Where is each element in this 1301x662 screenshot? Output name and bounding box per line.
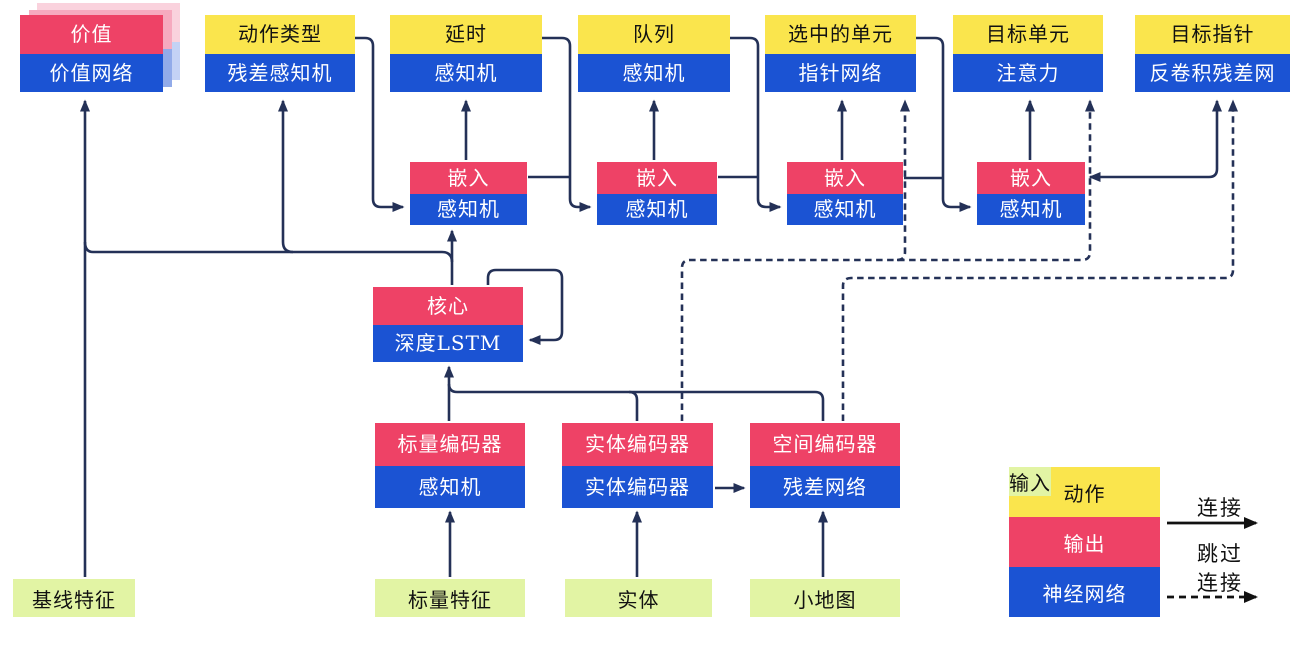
arrow-delay-to-embed2	[542, 36, 592, 212]
node-selected-units: 选中的单元 指针网络	[765, 15, 916, 92]
node-target-unit-body: 注意力	[953, 53, 1103, 92]
node-value-header: 价值	[20, 15, 163, 54]
node-queue: 队列 感知机	[578, 15, 730, 92]
node-baseline-features: 基线特征	[13, 579, 135, 617]
node-delay: 延时 感知机	[390, 15, 542, 92]
node-spatial-encoder-header: 空间编码器	[750, 423, 900, 466]
node-embed4: 嵌入 感知机	[977, 162, 1085, 225]
node-value-body: 价值网络	[20, 53, 163, 92]
legend-output-row: 输出	[1009, 517, 1160, 567]
legend-input-row: 输入	[1009, 467, 1051, 496]
skip-spatial-encoder-to-target-pointer	[841, 99, 1238, 421]
arrow-embed4-target-pointer-link	[1088, 99, 1222, 182]
node-target-pointer-header: 目标指针	[1135, 15, 1290, 54]
node-spatial-encoder: 空间编码器 残差网络	[750, 423, 900, 508]
legend-network-row: 神经网络	[1009, 567, 1160, 617]
node-selected-units-header: 选中的单元	[765, 15, 916, 54]
node-embed3: 嵌入 感知机	[787, 162, 903, 225]
node-scalar-encoder-body: 感知机	[375, 465, 525, 508]
node-embed1-body: 感知机	[410, 193, 527, 225]
node-queue-body: 感知机	[578, 53, 730, 92]
node-action-type-header: 动作类型	[205, 15, 355, 54]
node-embed1-header: 嵌入	[410, 162, 527, 194]
node-action-type-body: 残差感知机	[205, 53, 355, 92]
node-delay-header: 延时	[390, 15, 542, 54]
node-selected-units-body: 指针网络	[765, 53, 916, 92]
node-scalar-features: 标量特征	[375, 579, 525, 617]
node-action-type: 动作类型 残差感知机	[205, 15, 355, 92]
skip-entity-encoder-to-target-unit	[680, 99, 1095, 421]
node-spatial-encoder-body: 残差网络	[750, 465, 900, 508]
legend-skip-label-line2: 连接	[1197, 571, 1243, 595]
node-embed2-body: 感知机	[597, 193, 717, 225]
node-core-header: 核心	[373, 287, 523, 325]
arrow-action-type-to-embed1	[355, 36, 405, 212]
legend-color-key: 动作 输出 神经网络 输入	[1009, 467, 1160, 617]
node-queue-header: 队列	[578, 15, 730, 54]
node-target-unit: 目标单元 注意力	[953, 15, 1103, 92]
node-entity-encoder-body: 实体编码器	[562, 465, 713, 508]
arrow-core-to-action-type	[278, 99, 294, 254]
wire-core-output-trunk	[83, 241, 454, 263]
arrow-core-self-loop	[486, 268, 564, 345]
node-entity-encoder-header: 实体编码器	[562, 423, 713, 466]
node-embed2: 嵌入 感知机	[597, 162, 717, 225]
node-core-body: 深度LSTM	[373, 324, 523, 362]
node-entities: 实体	[565, 579, 712, 617]
wire-spatial-encoder-trunk	[447, 383, 825, 421]
node-entity-encoder: 实体编码器 实体编码器	[562, 423, 713, 508]
node-embed3-header: 嵌入	[787, 162, 903, 194]
skip-branch-to-selected-units	[896, 99, 910, 262]
wire-entity-encoder-trunk	[628, 390, 639, 421]
arrow-selected-units-to-embed4	[916, 36, 972, 212]
node-core: 核心 深度LSTM	[373, 287, 523, 362]
node-target-unit-header: 目标单元	[953, 15, 1103, 54]
node-embed3-body: 感知机	[787, 193, 903, 225]
node-scalar-encoder: 标量编码器 感知机	[375, 423, 525, 508]
node-embed2-header: 嵌入	[597, 162, 717, 194]
node-value: 价值 价值网络	[20, 15, 163, 92]
node-delay-body: 感知机	[390, 53, 542, 92]
node-embed1: 嵌入 感知机	[410, 162, 527, 225]
arrow-queue-to-embed3	[730, 36, 782, 212]
node-target-pointer: 目标指针 反卷积残差网	[1135, 15, 1290, 92]
node-embed4-body: 感知机	[977, 193, 1085, 225]
node-embed4-header: 嵌入	[977, 162, 1085, 194]
node-minimap: 小地图	[750, 579, 900, 617]
node-scalar-encoder-header: 标量编码器	[375, 423, 525, 466]
legend-connection-label: 连接	[1197, 496, 1243, 520]
node-target-pointer-body: 反卷积残差网	[1135, 53, 1290, 92]
legend-skip-label-line1: 跳过	[1197, 542, 1243, 566]
